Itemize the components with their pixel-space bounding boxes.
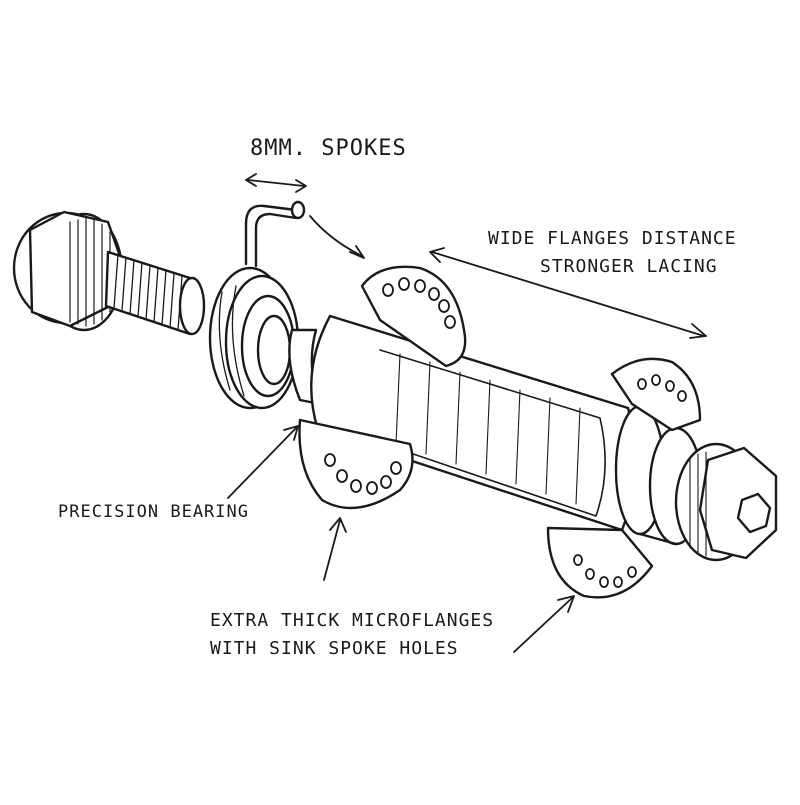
spoke-holes-right [573, 374, 687, 588]
precision-bearing [208, 266, 300, 410]
label-spokes: 8MM. SPOKES [250, 136, 407, 161]
bearing-leader-arrow [227, 425, 299, 499]
hub-body [288, 314, 704, 546]
left-flange [298, 265, 467, 510]
axle-bolt [12, 210, 206, 336]
label-precision-bearing: PRECISION BEARING [58, 502, 249, 522]
flange-distance-arrow [429, 247, 707, 339]
microflange-arrow-left [323, 517, 347, 581]
axle-nut [674, 442, 778, 562]
label-microflanges-line2: WITH SINK SPOKE HOLES [210, 638, 459, 659]
spoke-sketch [244, 200, 306, 268]
spokes-dimension-arrow [245, 173, 307, 193]
label-wide-flanges-line2: STRONGER LACING [540, 256, 718, 277]
spokes-leader-arrow [309, 215, 365, 259]
microflange-arrow-right [513, 595, 575, 653]
label-wide-flanges-line1: WIDE FLANGES DISTANCE [488, 228, 737, 249]
spoke-holes-left [324, 277, 456, 495]
right-flange [546, 357, 702, 599]
label-microflanges-line1: EXTRA THICK MICROFLANGES [210, 610, 495, 631]
